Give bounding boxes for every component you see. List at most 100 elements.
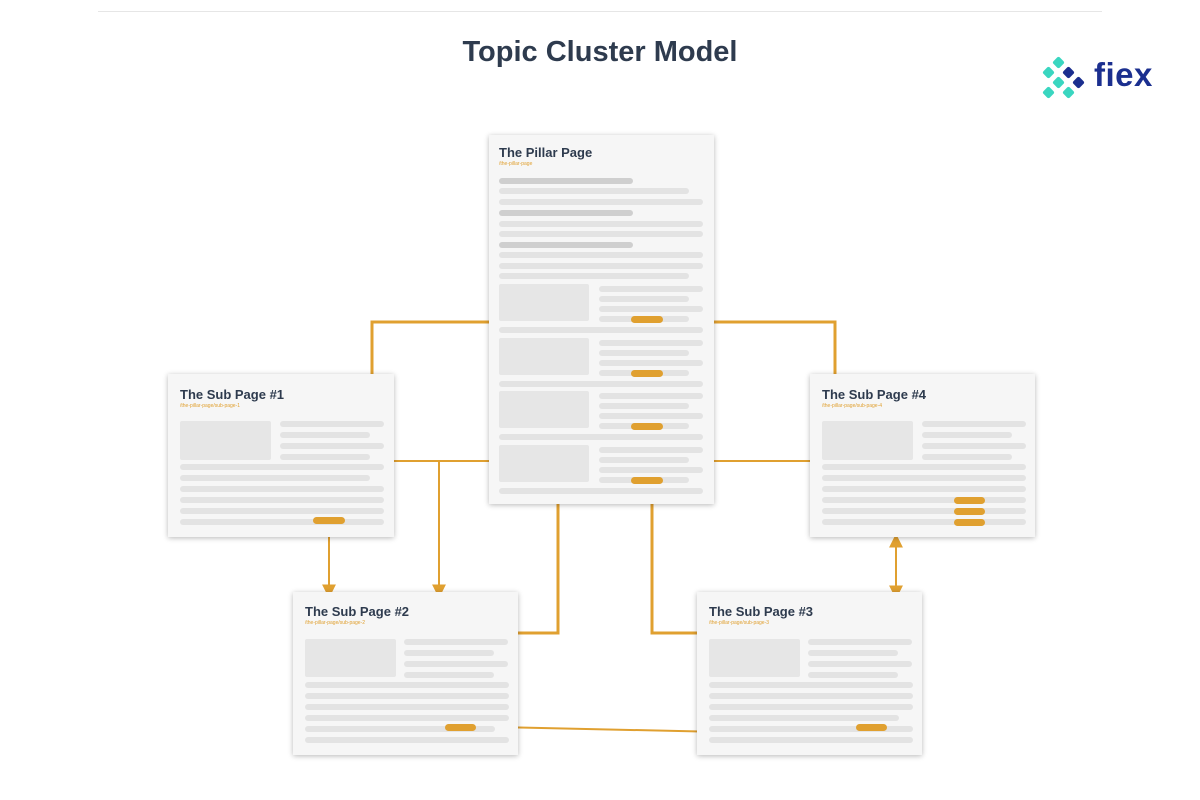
connector-pillar-sub4 — [714, 320, 837, 374]
logo-text: fiex — [1094, 56, 1153, 93]
fiex-logo: fiex — [1040, 54, 1164, 106]
link-button — [954, 497, 985, 504]
placeholder-line — [709, 715, 899, 721]
placeholder-line — [599, 360, 703, 366]
placeholder-line — [822, 508, 1026, 514]
placeholder-line — [499, 199, 703, 205]
placeholder-line — [922, 454, 1012, 460]
placeholder-line — [922, 432, 1012, 438]
placeholder-line — [280, 454, 370, 460]
sub-page-4: The Sub Page #4 /the-pillar-page/sub-pag… — [810, 374, 1035, 537]
placeholder-line — [599, 447, 703, 453]
placeholder-line — [599, 350, 689, 356]
placeholder-image — [709, 639, 800, 677]
placeholder-line — [280, 432, 370, 438]
sub-page-3-title: The Sub Page #3 — [709, 604, 814, 619]
placeholder-line — [709, 704, 913, 710]
placeholder-line — [180, 464, 384, 470]
placeholder-line — [599, 467, 703, 473]
sub-page-2: The Sub Page #2 /the-pillar-page/sub-pag… — [293, 592, 518, 755]
placeholder-image — [822, 421, 913, 460]
pillar-page: The Pillar Page /the-pillar-page — [489, 135, 714, 504]
placeholder-image — [499, 284, 589, 321]
placeholder-line — [808, 661, 912, 667]
placeholder-line — [305, 693, 509, 699]
placeholder-line — [280, 443, 384, 449]
placeholder-line — [709, 682, 913, 688]
placeholder-line — [499, 188, 689, 194]
placeholder-line — [599, 413, 703, 419]
placeholder-line — [499, 263, 703, 269]
link-button — [445, 724, 476, 731]
placeholder-line — [499, 231, 703, 237]
connector-pillar-sub1 — [370, 320, 489, 374]
placeholder-line — [822, 475, 1026, 481]
link-button — [856, 724, 887, 731]
placeholder-line — [499, 327, 703, 333]
placeholder-image — [499, 445, 589, 482]
placeholder-line — [280, 421, 384, 427]
sub-page-2-url: /the-pillar-page/sub-page-2 — [305, 620, 366, 626]
link-button — [631, 316, 663, 323]
placeholder-line — [305, 715, 509, 721]
placeholder-line — [180, 497, 384, 503]
placeholder-line — [305, 682, 509, 688]
placeholder-line — [709, 737, 913, 743]
link-sub2-to-sub3 — [497, 724, 724, 739]
placeholder-line — [922, 443, 1026, 449]
pillar-page-title: The Pillar Page — [499, 145, 593, 160]
placeholder-line — [499, 252, 703, 258]
placeholder-line — [305, 704, 509, 710]
placeholder-line — [499, 434, 703, 440]
placeholder-line — [499, 221, 703, 227]
placeholder-image — [180, 421, 271, 460]
diagram-title: Topic Cluster Model — [462, 36, 738, 68]
placeholder-line — [599, 286, 703, 292]
placeholder-line — [922, 421, 1026, 427]
placeholder-line — [599, 296, 689, 302]
link-button — [954, 519, 985, 526]
placeholder-line — [808, 650, 898, 656]
placeholder-line — [709, 726, 913, 732]
placeholder-line — [822, 486, 1026, 492]
pillar-page-url: /the-pillar-page — [499, 161, 533, 167]
placeholder-image — [499, 391, 589, 428]
sub-page-1: The Sub Page #1 /the-pillar-page/sub-pag… — [168, 374, 394, 537]
placeholder-line — [599, 457, 689, 463]
link-button — [313, 517, 345, 524]
placeholder-line — [499, 273, 689, 279]
top-divider — [98, 11, 1102, 12]
placeholder-line — [822, 519, 1026, 525]
placeholder-line — [499, 178, 633, 184]
placeholder-line — [808, 639, 912, 645]
sub-page-4-url: /the-pillar-page/sub-page-4 — [822, 403, 883, 409]
placeholder-line — [599, 393, 703, 399]
placeholder-line — [404, 661, 508, 667]
placeholder-line — [180, 475, 370, 481]
placeholder-image — [305, 639, 396, 677]
placeholder-line — [404, 650, 494, 656]
sub-page-2-title: The Sub Page #2 — [305, 604, 410, 619]
placeholder-line — [499, 381, 703, 387]
placeholder-line — [599, 403, 689, 409]
placeholder-line — [180, 519, 384, 525]
placeholder-line — [305, 737, 509, 743]
placeholder-image — [499, 338, 589, 375]
link-button — [631, 370, 663, 377]
connector-pillar-sub2 — [518, 504, 560, 635]
sub-page-1-url: /the-pillar-page/sub-page-1 — [180, 403, 241, 409]
placeholder-line — [808, 672, 898, 678]
placeholder-line — [599, 340, 703, 346]
connector-pillar-sub3 — [650, 504, 697, 635]
fiex-logo-icon — [1042, 56, 1085, 99]
link-button — [631, 423, 663, 430]
placeholder-line — [822, 464, 1026, 470]
placeholder-line — [709, 693, 913, 699]
placeholder-line — [404, 672, 494, 678]
placeholder-line — [499, 210, 633, 216]
placeholder-line — [180, 508, 384, 514]
placeholder-line — [499, 488, 703, 494]
sub-page-1-title: The Sub Page #1 — [180, 387, 285, 402]
sub-page-3: The Sub Page #3 /the-pillar-page/sub-pag… — [697, 592, 922, 755]
